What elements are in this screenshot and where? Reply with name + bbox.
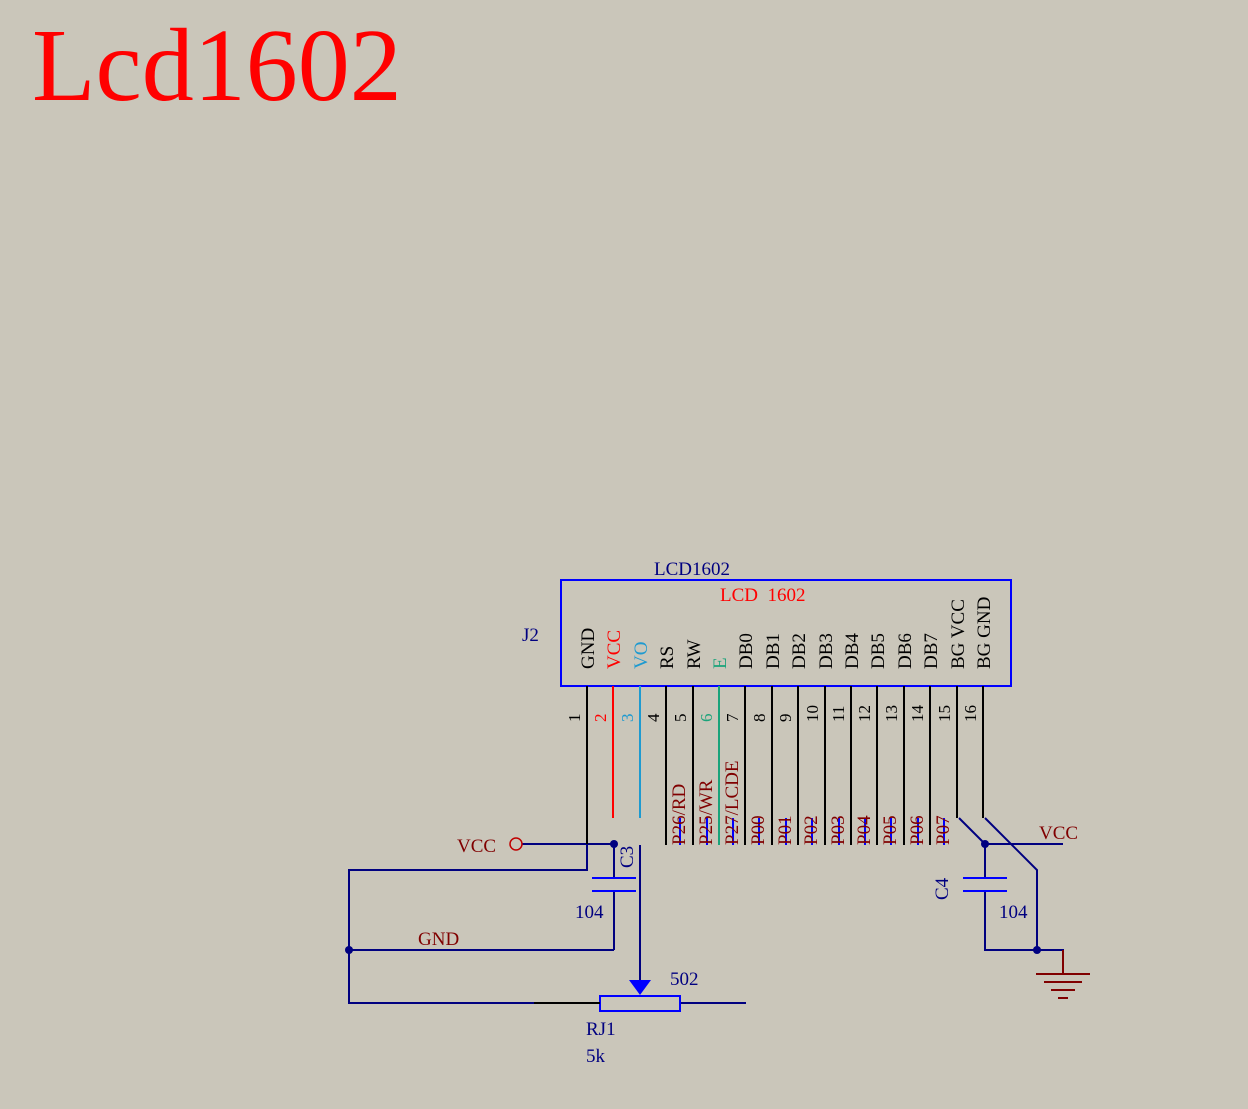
designator-j2: J2 bbox=[522, 625, 539, 646]
net-label-pin-8: P01 bbox=[775, 815, 796, 845]
pin-name-12: DB5 bbox=[868, 633, 889, 669]
pin-number-16: 16 bbox=[961, 705, 980, 722]
net-label-pin-11: P04 bbox=[854, 815, 875, 845]
pin-name-2: VCC bbox=[604, 630, 625, 669]
net-label-vcc-right: VCC bbox=[1039, 823, 1078, 844]
net-label-pin-9: P02 bbox=[801, 815, 822, 845]
pin-number-6: 6 bbox=[697, 714, 716, 723]
pin-number-13: 13 bbox=[882, 705, 901, 722]
pin-name-6: E bbox=[710, 657, 731, 669]
pin-name-1: GND bbox=[578, 628, 599, 669]
net-label-pin-4: P26/RD bbox=[669, 784, 690, 845]
pin-name-4: RS bbox=[657, 646, 678, 669]
net-label-pin-10: P03 bbox=[828, 815, 849, 845]
junction-bg-gnd bbox=[1033, 946, 1041, 954]
wire-gnd-loop bbox=[348, 818, 598, 1004]
pin-name-8: DB1 bbox=[763, 633, 784, 669]
pin-number-15: 15 bbox=[935, 705, 954, 722]
rj1-value: 5k bbox=[586, 1046, 606, 1067]
pin-number-14: 14 bbox=[908, 705, 927, 723]
pin-name-7: DB0 bbox=[736, 633, 757, 669]
junction-bg-vcc bbox=[981, 840, 989, 848]
net-label-pin-12: P05 bbox=[880, 815, 901, 845]
pin-number-3: 3 bbox=[618, 714, 637, 723]
pin-number-7: 7 bbox=[723, 713, 742, 722]
net-label-pin-7: P00 bbox=[748, 815, 769, 845]
pin-name-11: DB4 bbox=[842, 633, 863, 669]
lcd-inner-label: LCD 1602 bbox=[720, 585, 806, 606]
wiper-arrow-icon bbox=[629, 980, 651, 995]
net-label-gnd: GND bbox=[418, 929, 459, 950]
net-label-pin-6: P27/LCDE bbox=[722, 761, 743, 845]
pin-name-15: BG VCC bbox=[948, 599, 969, 669]
pin-number-1: 1 bbox=[565, 714, 584, 723]
c4-designator: C4 bbox=[932, 877, 953, 900]
pin-number-10: 10 bbox=[803, 705, 822, 722]
pin-number-2: 2 bbox=[591, 714, 610, 723]
c3-designator: C3 bbox=[617, 846, 638, 868]
pin-name-9: DB2 bbox=[789, 633, 810, 669]
pin-name-3: VO bbox=[631, 642, 652, 669]
pin-name-14: DB7 bbox=[921, 633, 942, 669]
net-label-pin-5: P25/WR bbox=[696, 779, 717, 845]
rj1-designator: RJ1 bbox=[586, 1019, 616, 1040]
pin-number-4: 4 bbox=[644, 713, 663, 722]
ground-symbol-icon[interactable] bbox=[1036, 950, 1090, 999]
wire-bg-gnd bbox=[984, 817, 1038, 950]
pin-number-12: 12 bbox=[855, 705, 874, 722]
net-label-pin-14: P07 bbox=[933, 815, 954, 845]
junction-group bbox=[345, 840, 1041, 954]
vcc-port-icon[interactable] bbox=[509, 837, 523, 851]
pin-name-13: DB6 bbox=[895, 633, 916, 669]
net-label-vcc-left: VCC bbox=[457, 836, 496, 857]
c4-value: 104 bbox=[999, 902, 1028, 923]
capacitor-c3-icon[interactable] bbox=[592, 877, 636, 892]
pin-name-16: BG GND bbox=[974, 597, 995, 669]
pin-name-10: DB3 bbox=[816, 633, 837, 669]
pin-number-11: 11 bbox=[829, 706, 848, 722]
net-label-pin-13: P06 bbox=[907, 815, 928, 845]
junction-gnd bbox=[345, 946, 353, 954]
pin-number-8: 8 bbox=[750, 714, 769, 723]
pin-name-5: RW bbox=[684, 639, 705, 669]
pin-number-9: 9 bbox=[776, 714, 795, 723]
part-name: LCD1602 bbox=[654, 559, 730, 580]
c3-value: 104 bbox=[575, 902, 604, 923]
rj1-marking: 502 bbox=[670, 969, 699, 990]
lcd-component-body[interactable] bbox=[560, 579, 1012, 687]
junction-vcc bbox=[610, 840, 618, 848]
potentiometer-rj1-icon[interactable] bbox=[599, 995, 681, 1012]
page-title: Lcd1602 bbox=[32, 8, 402, 123]
pin-number-5: 5 bbox=[671, 714, 690, 723]
capacitor-c4-icon[interactable] bbox=[963, 877, 1007, 892]
